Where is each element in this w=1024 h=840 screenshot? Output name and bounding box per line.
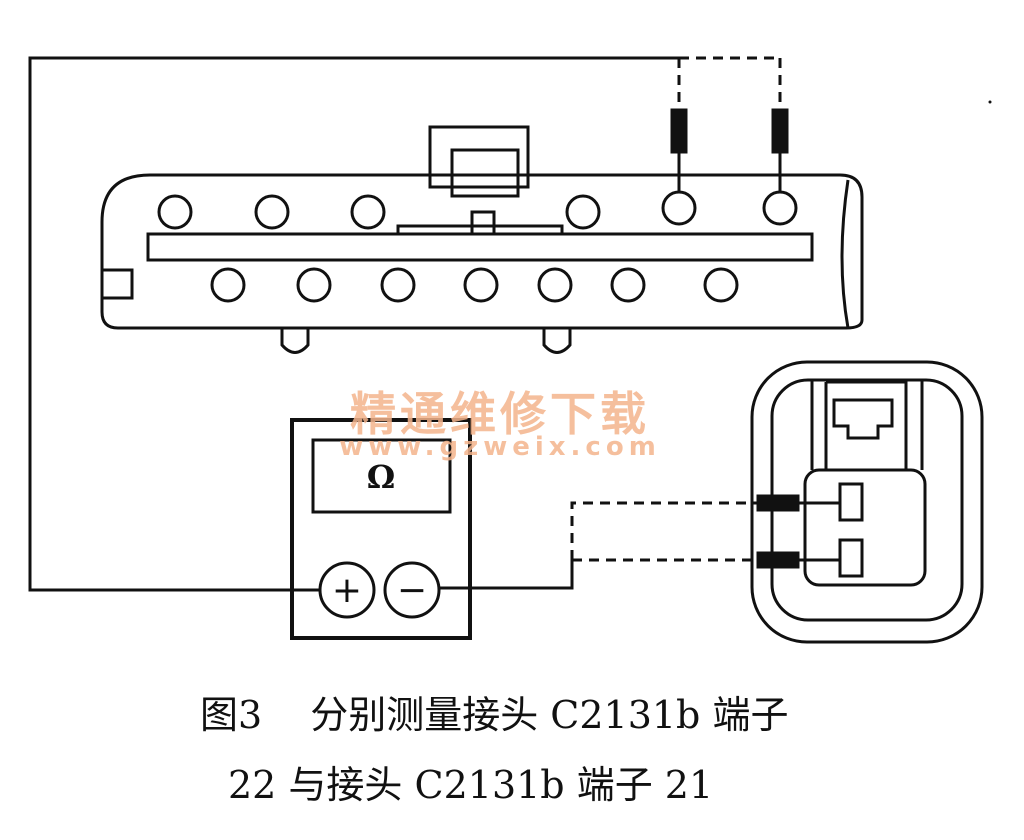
rail-bump — [396, 224, 564, 234]
probe-tip-2 — [756, 551, 800, 569]
figure-label: 图3 — [200, 693, 263, 737]
small-connector-cavity — [803, 468, 927, 587]
circuit-diagram: Ω + − — [28, 56, 992, 644]
pin-bottom-7 — [703, 267, 739, 303]
multimeter-body — [290, 418, 472, 640]
connector-peg-left — [280, 328, 310, 354]
rail-key — [470, 210, 496, 236]
negative-terminal — [383, 561, 441, 619]
connector-latch — [428, 125, 530, 189]
small-connector-top-window — [810, 380, 924, 470]
pin-bottom-5 — [537, 267, 573, 303]
positive-terminal — [318, 561, 376, 619]
connector-c2131b — [100, 125, 864, 354]
connector-housing — [100, 173, 864, 330]
pin-22 — [762, 190, 798, 226]
negative-lead-wire — [440, 560, 574, 590]
multimeter-display — [311, 438, 452, 514]
caption-line-2: 22 与接头 C2131b 端子 21 — [228, 763, 714, 807]
small-connector-outer — [750, 360, 984, 644]
connector-corner-tab — [100, 268, 134, 300]
multimeter — [290, 418, 472, 640]
caption-text-1: 分别测量接头 C2131b 端子 — [310, 693, 789, 737]
small-connector-latch — [832, 398, 894, 440]
small-terminal-2 — [838, 538, 864, 578]
pin-21 — [661, 190, 697, 226]
pin-top-1 — [157, 194, 193, 230]
negative-terminal-label: − — [397, 570, 427, 611]
probe-tip-1 — [756, 494, 800, 512]
probe-pin-22 — [771, 58, 789, 192]
small-connector — [750, 360, 984, 644]
watermark-title: 精通维修下载 — [350, 387, 650, 441]
positive-lead-wire — [28, 56, 679, 592]
pin-top-2 — [254, 194, 290, 230]
connector-peg-right — [542, 328, 572, 354]
connector-center-rail — [146, 232, 814, 262]
pin-top-3 — [350, 194, 386, 230]
pin-top-4 — [565, 194, 601, 230]
connector-latch-inner — [450, 148, 520, 198]
watermark-url: www.gzweix.com — [339, 432, 661, 462]
small-terminal-1 — [838, 482, 864, 522]
probe-pin-21 — [670, 58, 688, 192]
pin-bottom-6 — [610, 267, 646, 303]
caption-line-1: 图3 分别测量接头 C2131b 端子 — [200, 684, 980, 739]
pin-bottom-4 — [463, 267, 499, 303]
connector-side-curve — [840, 179, 850, 329]
pin-bottom-3 — [380, 267, 416, 303]
pin-bottom-1 — [210, 267, 246, 303]
pin-bottom-2 — [296, 267, 332, 303]
ohm-symbol: Ω — [367, 458, 395, 496]
positive-terminal-label: + — [332, 570, 362, 611]
negative-lead-dashed-1 — [570, 501, 760, 560]
